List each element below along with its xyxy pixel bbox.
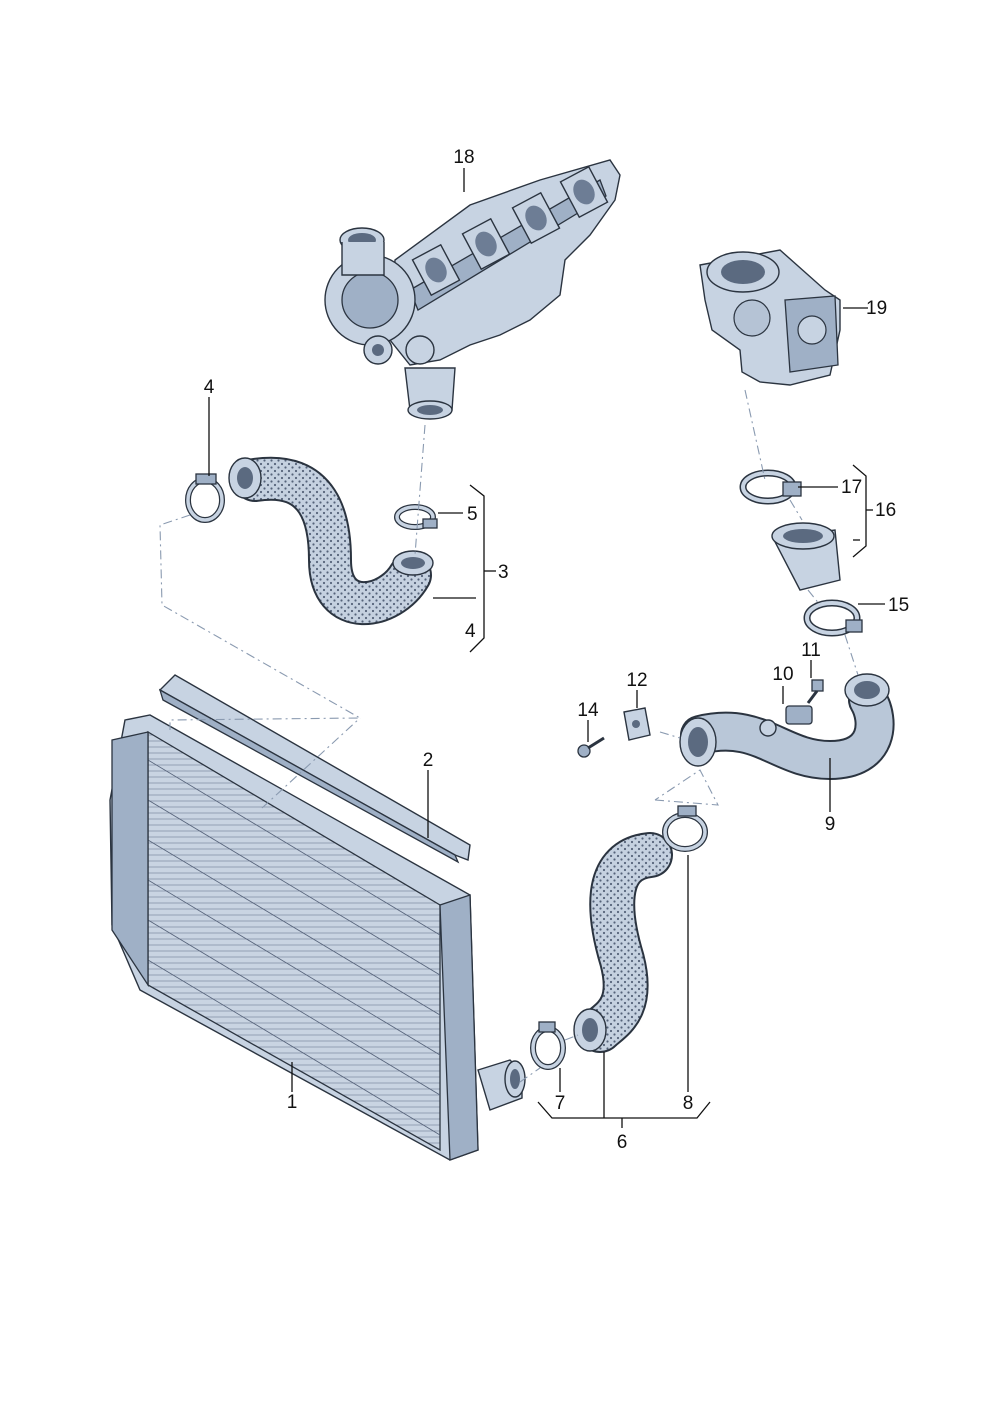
turbocharger-manifold-drawing [324, 159, 621, 420]
label-clamp-pipe[interactable]: 15 [888, 595, 909, 616]
label-lower-pressure-hose-set[interactable]: 6 [617, 1132, 628, 1153]
leader-lines [208, 168, 885, 1128]
clamp-left-drawing [185, 473, 225, 523]
label-upper-hose[interactable]: 4 [465, 621, 476, 642]
throttle-valve-housing-drawing [699, 249, 841, 386]
bracket-screw-drawing [577, 736, 605, 758]
label-charge-air-cooler[interactable]: 1 [287, 1092, 298, 1113]
label-clamp-left[interactable]: 4 [204, 377, 215, 398]
label-seal-strip[interactable]: 2 [423, 750, 434, 771]
label-clamp-lower-right[interactable]: 8 [683, 1093, 694, 1114]
connection-hose-drawing [771, 522, 841, 591]
pressure-pipe-drawing [679, 673, 895, 780]
label-throttle-valve-housing[interactable]: 19 [866, 298, 887, 319]
clamp-lower-drawing [530, 1021, 566, 1070]
bracket-drawing [623, 707, 651, 741]
label-pressure-pipe[interactable]: 9 [825, 814, 836, 835]
clamp-pipe-drawing [803, 599, 863, 637]
seal-strip-drawing [158, 674, 471, 864]
label-sensor[interactable]: 10 [772, 664, 793, 685]
label-turbocharger-manifold[interactable]: 18 [453, 147, 474, 168]
clamp-right-drawing [394, 504, 438, 530]
label-upper-pressure-hose-set[interactable]: 3 [498, 562, 509, 583]
charge-air-cooler-drawing [109, 714, 526, 1161]
lower-hose-drawing [573, 832, 673, 1053]
label-clamp-lower[interactable]: 7 [555, 1093, 566, 1114]
label-connection-hose-set[interactable]: 16 [875, 500, 896, 521]
part-labels: 18 19 1 2 3 4 4 5 6 7 8 9 10 11 12 14 15… [204, 147, 909, 1153]
clamp-lower-right-drawing [662, 805, 708, 852]
label-clamp-right[interactable]: 5 [467, 504, 478, 525]
label-bracket-screw[interactable]: 14 [577, 700, 599, 721]
label-bracket[interactable]: 12 [626, 670, 647, 691]
clamp-throttle-drawing [739, 469, 802, 505]
label-sensor-screw[interactable]: 11 [801, 640, 821, 661]
label-clamp-throttle[interactable]: 17 [841, 477, 862, 498]
sensor-drawing [759, 705, 813, 737]
upper-hose-drawing [228, 456, 434, 626]
assembly-lines [159, 389, 859, 1083]
sensor-screw-drawing [806, 679, 824, 704]
